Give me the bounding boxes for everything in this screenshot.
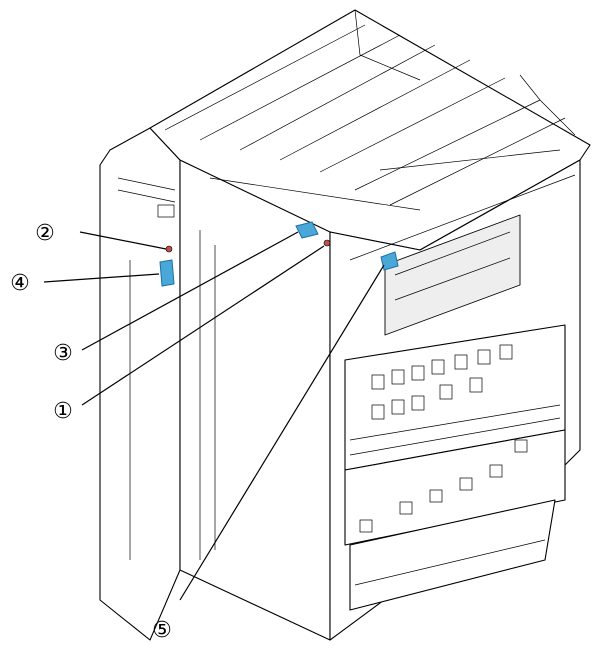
callout-4: ④ <box>10 271 30 296</box>
callout-3: ③ <box>53 341 73 366</box>
part-1-screw <box>323 239 331 247</box>
part-4-bracket <box>159 259 175 287</box>
part-3-bracket <box>295 221 319 239</box>
callout-5: ⑤ <box>152 618 172 643</box>
unit-body <box>99 9 591 641</box>
callout-2: ② <box>35 221 55 246</box>
part-2-screw <box>165 245 173 253</box>
transport-ribs <box>349 344 561 586</box>
leader-lines <box>43 231 385 601</box>
callout-1: ① <box>53 399 73 424</box>
